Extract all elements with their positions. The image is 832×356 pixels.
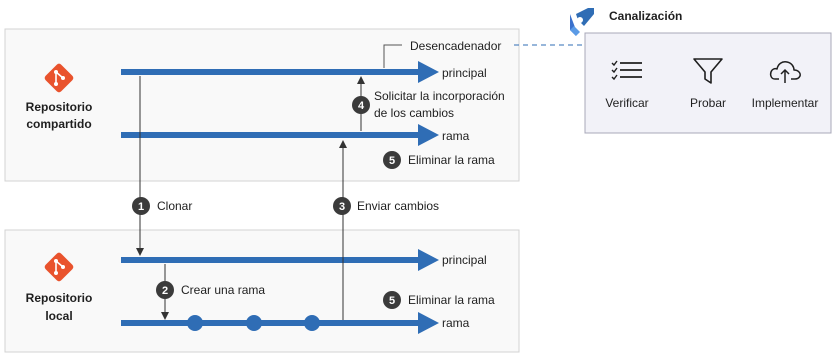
pipeline-title: Canalización bbox=[609, 9, 682, 23]
pipeline-panel bbox=[584, 32, 832, 134]
trigger-connector bbox=[383, 44, 402, 68]
local-repo-panel bbox=[4, 229, 520, 353]
step-1-badge bbox=[132, 197, 150, 215]
step-5-badge bbox=[383, 151, 401, 169]
step-1-text: Clonar bbox=[157, 199, 192, 213]
step-4-badge bbox=[352, 96, 370, 114]
step-1-number: 1 bbox=[138, 201, 144, 213]
azure-pipelines-icon bbox=[570, 8, 594, 36]
step-2-badge bbox=[156, 281, 174, 299]
step-5-number: 5 bbox=[389, 155, 395, 167]
shared-branch-label: rama bbox=[442, 129, 470, 143]
shared-main-label: principal bbox=[442, 66, 487, 80]
commit-dot bbox=[187, 315, 203, 331]
local-main-label: principal bbox=[442, 253, 487, 267]
shared-repo-label-line1: Repositorio bbox=[26, 100, 93, 114]
local-repo-label-line1: Repositorio bbox=[26, 291, 93, 305]
step-3-number: 3 bbox=[339, 201, 345, 213]
funnel-icon bbox=[693, 58, 723, 84]
cloud-upload-icon bbox=[769, 61, 801, 83]
local-repo-label-line2: local bbox=[45, 309, 72, 323]
git-logo-icon bbox=[44, 63, 74, 93]
commit-dot bbox=[304, 315, 320, 331]
step-4-number: 4 bbox=[358, 100, 365, 112]
git-logo-icon bbox=[44, 252, 74, 282]
step-3-text: Enviar cambios bbox=[357, 199, 439, 213]
task-deploy-label: Implementar bbox=[752, 96, 819, 110]
shared-main-branch-arrow bbox=[121, 61, 439, 83]
step-5-local-text: Eliminar la rama bbox=[408, 293, 495, 307]
local-branch-arrow bbox=[121, 312, 439, 334]
step-2-text: Crear una rama bbox=[181, 283, 265, 297]
trigger-label: Desencadenador bbox=[410, 39, 501, 53]
local-main-branch-arrow bbox=[121, 249, 439, 271]
shared-branch-arrow bbox=[121, 124, 439, 146]
step-4-text-line1: Solicitar la incorporación bbox=[374, 89, 505, 103]
checklist-icon bbox=[611, 60, 642, 81]
task-test-label: Probar bbox=[690, 96, 726, 110]
step-5-text: Eliminar la rama bbox=[408, 153, 495, 167]
task-verify-label: Verificar bbox=[605, 96, 648, 110]
step-5-local-number: 5 bbox=[389, 295, 395, 307]
shared-repo-panel bbox=[4, 28, 520, 182]
shared-repo-label-line2: compartido bbox=[26, 117, 91, 131]
local-branch-label: rama bbox=[442, 316, 470, 330]
step-5-local-badge bbox=[383, 291, 401, 309]
step-3-badge bbox=[333, 197, 351, 215]
step-4-text-line2: de los cambios bbox=[374, 106, 454, 120]
commit-dot bbox=[246, 315, 262, 331]
step-2-number: 2 bbox=[162, 285, 168, 297]
